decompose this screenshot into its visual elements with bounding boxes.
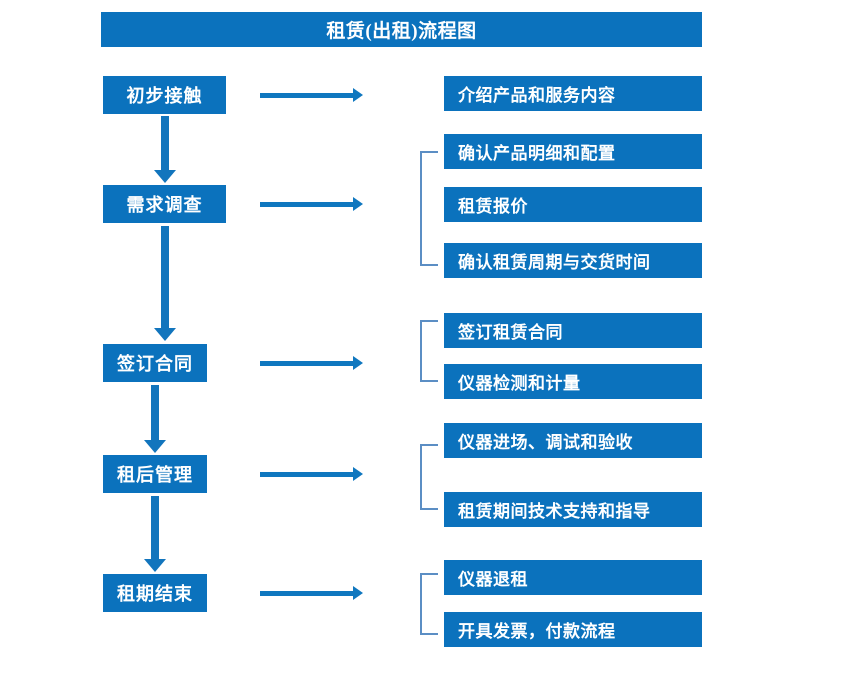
detail-box-jieshao-chanpin[interactable]: 介绍产品和服务内容	[444, 76, 702, 111]
bracket-group-qianding-hetong	[420, 320, 438, 382]
stage-box-qianding-hetong[interactable]: 签订合同	[103, 344, 207, 382]
arrow-down-stage4-stage5	[144, 496, 166, 572]
detail-box-zulin-baojia[interactable]: 租赁报价	[444, 187, 702, 222]
detail-box-qianding-zulin-hetong[interactable]: 签订租赁合同	[444, 313, 702, 348]
arrow-right-stage2	[260, 197, 363, 211]
detail-box-yiqi-tuizu[interactable]: 仪器退租	[444, 560, 702, 595]
stage-box-zuhou-guanli[interactable]: 租后管理	[103, 455, 207, 493]
detail-box-yiqi-jinchang-tiaoshi[interactable]: 仪器进场、调试和验收	[444, 423, 702, 458]
stage-box-xuqiu-diaocha[interactable]: 需求调查	[103, 185, 226, 223]
detail-box-kaiju-fapiao[interactable]: 开具发票，付款流程	[444, 612, 702, 647]
bracket-group-xuqiu-diaocha	[420, 151, 438, 266]
arrow-down-stage3-stage4	[144, 385, 166, 453]
stage-box-zuqi-jieshu[interactable]: 租期结束	[103, 574, 207, 612]
bracket-group-zuhou-guanli	[420, 444, 438, 510]
arrow-down-stage1-stage2	[154, 116, 176, 183]
detail-box-zulin-qijian-jishu-zhichi[interactable]: 租赁期间技术支持和指导	[444, 492, 702, 527]
detail-box-queren-chanpin-mingxi[interactable]: 确认产品明细和配置	[444, 134, 702, 169]
arrow-right-stage5	[260, 586, 363, 600]
arrow-right-stage1	[260, 88, 363, 102]
detail-box-queren-zulin-zhouqi[interactable]: 确认租赁周期与交货时间	[444, 243, 702, 278]
flowchart-title: 租赁(出租)流程图	[101, 12, 702, 47]
arrow-down-stage2-stage3	[154, 226, 176, 341]
bracket-group-zuqi-jieshu	[420, 573, 438, 635]
arrow-right-stage3	[260, 356, 363, 370]
stage-box-chubu-jiechu[interactable]: 初步接触	[103, 76, 226, 114]
arrow-right-stage4	[260, 467, 363, 481]
detail-box-yiqi-jiance-jiliang[interactable]: 仪器检测和计量	[444, 364, 702, 399]
